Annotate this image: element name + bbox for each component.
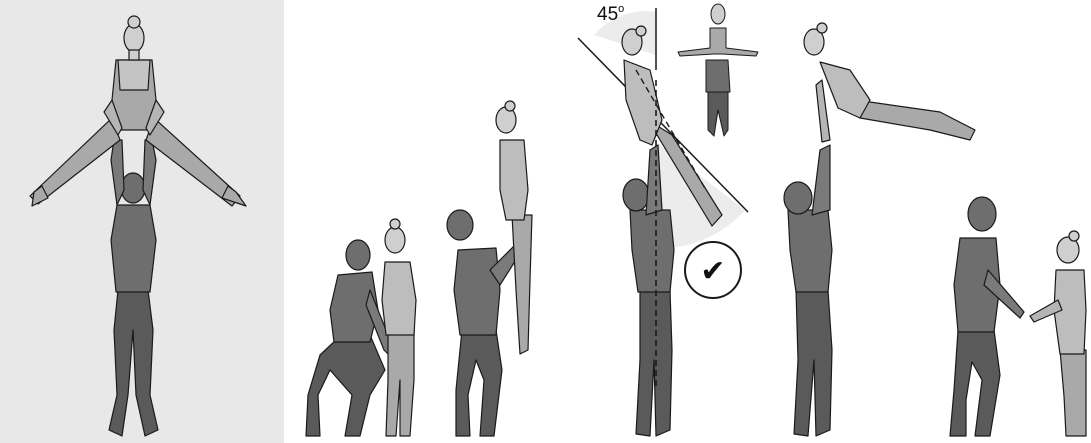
scene-5-horizontal-arabesque <box>784 23 975 436</box>
flyer-dancer-standing-figure <box>382 219 416 436</box>
scene-2-squat-hold-waist <box>306 219 416 436</box>
flyer-dancer-vertical-figure <box>496 101 532 354</box>
scene-6-partners-hand-hold <box>950 197 1086 436</box>
base-dancer-arms-up-figure <box>784 145 832 436</box>
approved-check-badge: ✔ <box>685 242 741 298</box>
check-mark-icon: ✔ <box>700 254 725 289</box>
flyer-dancer-hand-hold-figure <box>1030 231 1086 436</box>
base-dancer-lean-figure <box>950 197 1024 436</box>
scene-4-vertical-press-45: 45o ✔ <box>578 3 758 436</box>
inset-reference-figure <box>678 4 758 136</box>
flyer-dancer-arabesque-figure <box>804 23 975 142</box>
scene-3-rising-waist-lift <box>447 101 532 436</box>
